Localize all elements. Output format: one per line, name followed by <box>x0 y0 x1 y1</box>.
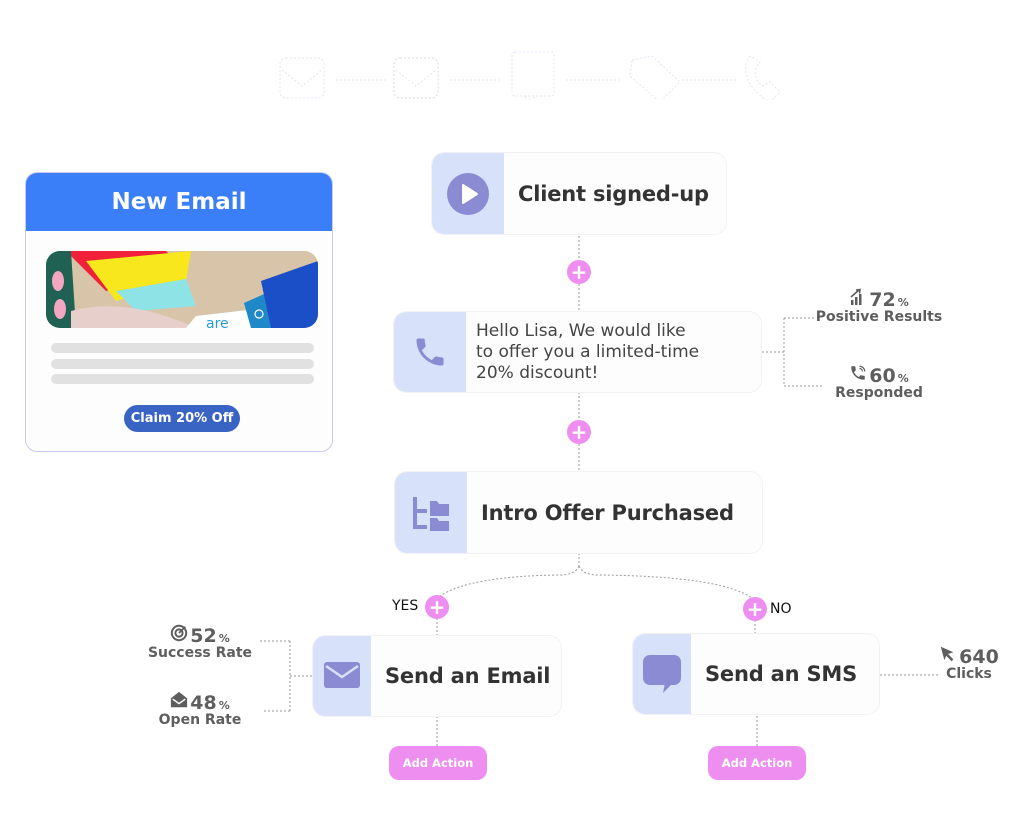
stat-value: 52 <box>190 625 217 647</box>
connector-call-stats <box>762 317 822 387</box>
email-banner-image: are <box>46 251 318 328</box>
connector-yes-branch <box>439 565 580 597</box>
cursor-icon <box>940 646 954 662</box>
trigger-label: Client signed-up <box>518 181 709 206</box>
stat-caption: Positive Results <box>815 309 943 325</box>
target-icon <box>171 624 188 642</box>
stat-caption: Open Rate <box>158 712 242 728</box>
stat-unit: % <box>218 632 230 645</box>
stat-unit: % <box>897 372 909 385</box>
email-icon-tile <box>313 636 371 716</box>
folder-tree-icon <box>413 496 449 531</box>
add-yes-step-button[interactable]: + <box>425 595 449 619</box>
stat-clicks: 640 Clicks <box>938 645 1000 682</box>
yes-branch-label: YES <box>392 598 419 614</box>
stat-success-rate: 52% Success Rate <box>144 624 256 661</box>
phone-icon <box>416 338 444 366</box>
add-step-button[interactable]: + <box>567 260 591 284</box>
tag-icon <box>629 55 681 103</box>
stat-caption: Responded <box>835 385 923 401</box>
stat-caption: Clicks <box>946 666 992 682</box>
trigger-node[interactable]: Client signed-up <box>432 153 726 234</box>
email-text-placeholder <box>51 359 314 369</box>
stat-value: 60 <box>869 365 896 387</box>
call-message-line: to offer you a limited-time <box>476 341 700 362</box>
phone-icon <box>745 55 781 103</box>
gear-icon <box>254 309 264 319</box>
play-icon <box>447 172 489 215</box>
top-icon-strip <box>270 40 880 108</box>
stat-unit: % <box>897 296 909 309</box>
call-step-node[interactable]: Hello Lisa, We would like to offer you a… <box>394 312 761 392</box>
call-icon-tile <box>394 312 466 392</box>
chat-bubble-icon <box>511 51 555 108</box>
open-envelope-icon <box>171 691 188 708</box>
stat-value: 72 <box>869 289 896 311</box>
add-action-button-email[interactable]: Add Action <box>389 746 487 780</box>
call-message: Hello Lisa, We would like to offer you a… <box>466 321 699 384</box>
call-message-line: 20% discount! <box>476 362 599 383</box>
send-sms-label: Send an SMS <box>705 662 858 686</box>
condition-label: Intro Offer Purchased <box>481 500 734 525</box>
sms-icon-tile <box>633 634 691 714</box>
chat-bubble-icon <box>643 655 681 693</box>
banner-text: are <box>206 316 229 328</box>
send-email-node[interactable]: Send an Email <box>313 636 561 716</box>
email-icon <box>279 57 325 99</box>
stat-positive-results: 72% Positive Results <box>812 288 946 325</box>
email-text-placeholder <box>51 343 314 353</box>
add-action-button-sms[interactable]: Add Action <box>708 746 806 780</box>
trigger-icon-tile <box>432 153 504 234</box>
stat-responded: 60% Responded <box>826 364 932 401</box>
stat-value: 48 <box>190 692 217 714</box>
email-preview-card: New Email are Claim 20% Off <box>25 172 333 452</box>
add-no-step-button[interactable]: + <box>743 597 767 621</box>
claim-offer-button[interactable]: Claim 20% Off <box>124 405 240 432</box>
email-card-title: New Email <box>26 173 332 231</box>
no-branch-label: NO <box>770 601 792 617</box>
add-step-button[interactable]: + <box>567 420 591 444</box>
email-icon <box>393 57 439 99</box>
stat-unit: % <box>218 699 230 712</box>
email-text-placeholder <box>51 374 314 384</box>
send-sms-node[interactable]: Send an SMS <box>633 634 879 714</box>
send-email-label: Send an Email <box>385 664 551 688</box>
stat-open-rate: 48% Open Rate <box>150 691 250 728</box>
stat-caption: Success Rate <box>147 645 253 661</box>
condition-icon-tile <box>395 472 467 553</box>
stat-value: 640 <box>959 646 999 668</box>
envelope-icon <box>324 662 360 688</box>
connector-email-stats <box>258 640 312 712</box>
call-message-line: Hello Lisa, We would like <box>476 320 686 341</box>
condition-node[interactable]: Intro Offer Purchased <box>395 472 762 553</box>
connector-no-branch <box>578 565 753 599</box>
phone-ringing-icon <box>851 365 866 380</box>
growth-chart-icon <box>850 288 862 305</box>
